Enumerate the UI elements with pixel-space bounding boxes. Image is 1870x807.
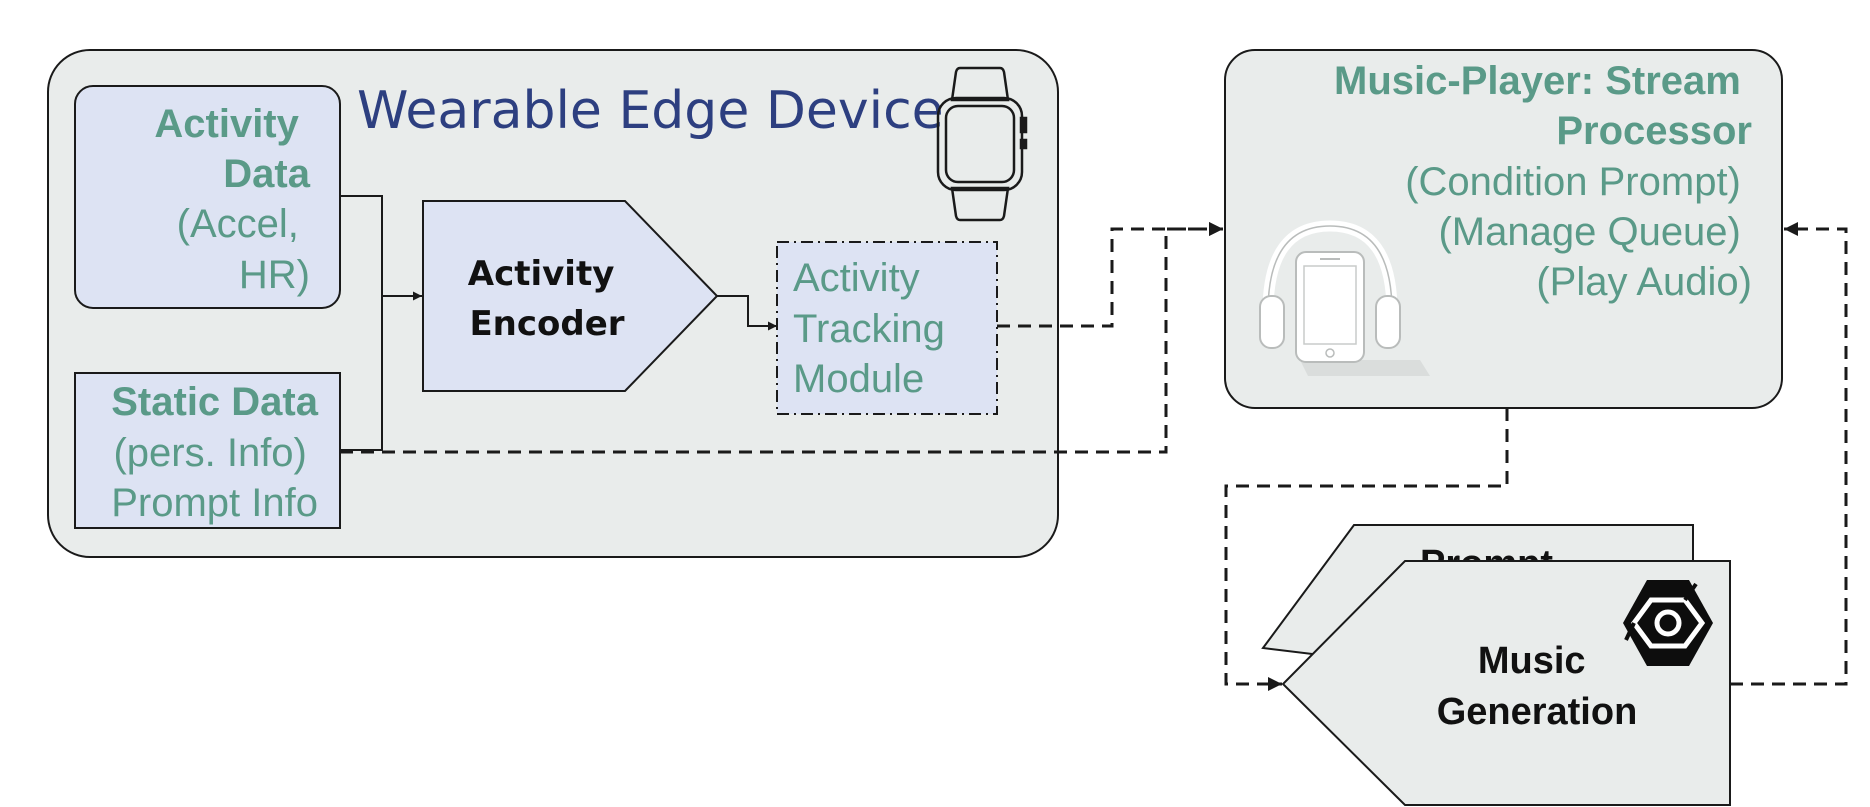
activity-encoder-node: Activity Encoder: [422, 200, 719, 392]
wearable-title: Wearable Edge Device: [357, 81, 944, 141]
encoder-input-connector: [340, 195, 422, 451]
smartwatch-icon: [936, 66, 1028, 222]
headphones-phone-icon: [1259, 220, 1430, 376]
music-generation-stack: Prompt Music Generation: [1261, 524, 1731, 806]
svg-text:Activity Tracking: Activity Tracking Module: [793, 256, 956, 401]
static-data-detail-line1: (pers. Info): [113, 431, 306, 475]
tracking-label-line2: Tracking: [793, 307, 945, 351]
activity-tracking-module-node: Activity Tracking Module: [776, 241, 998, 415]
static-data-node: Static Data (pers. Info) Prompt Info: [74, 372, 341, 529]
activity-data-heading-line1: Activity: [154, 102, 299, 146]
svg-text:Activity Data: Activity Data: [154, 102, 310, 196]
activity-data-detail-line1: (Accel,: [177, 202, 299, 246]
svg-text:Activity Encoder: Activity Encoder: [468, 254, 626, 344]
encoder-to-tracking-arrow: [717, 295, 777, 331]
tracking-label-line1: Activity: [793, 256, 920, 300]
tracking-label-line3: Module: [793, 357, 924, 401]
music-generation-node: Music Generation: [1281, 560, 1731, 806]
activity-data-heading-line2: Data: [223, 152, 310, 196]
svg-text:(pers. Info) Prompt Info: (pers. Info) Prompt Info: [111, 431, 318, 525]
player-detail-line2: (Manage Queue): [1438, 210, 1740, 254]
static-data-detail-line2: Prompt Info: [111, 481, 318, 525]
svg-text:Music-Player: Stream Pro: Music-Player: Stream Processor: [1334, 59, 1752, 153]
svg-text:(Condition Prompt) (Mana: (Condition Prompt) (Manage Queue) (Play …: [1405, 160, 1752, 304]
player-heading-line1: Music-Player: Stream: [1334, 59, 1741, 103]
generation-label-line2: Generation: [1437, 691, 1638, 733]
static-to-player-arrow: [340, 222, 1223, 454]
static-data-heading: Static Data: [111, 380, 318, 424]
encoder-label-line1: Activity: [468, 254, 615, 294]
player-detail-line3: (Play Audio): [1536, 260, 1752, 304]
hexagon-logo-icon: [1623, 580, 1713, 666]
activity-data-detail-line2: HR): [239, 253, 310, 297]
player-to-generation-arrow: [1224, 408, 1509, 691]
svg-text:(Accel, HR): (Accel, HR): [177, 202, 310, 297]
svg-text:Music Generation: Music Generation: [1437, 640, 1638, 733]
player-detail-line1: (Condition Prompt): [1405, 160, 1741, 204]
encoder-label-line2: Encoder: [469, 304, 624, 344]
generation-to-player-arrow: [1730, 222, 1848, 686]
player-heading-line2: Processor: [1556, 109, 1752, 153]
activity-data-node: Activity Data (Accel, HR): [74, 85, 341, 309]
generation-label-line1: Music: [1478, 640, 1586, 682]
dashed-flows: [340, 222, 1848, 691]
music-player-panel: Music-Player: Stream Processor (Conditio…: [1224, 49, 1783, 409]
